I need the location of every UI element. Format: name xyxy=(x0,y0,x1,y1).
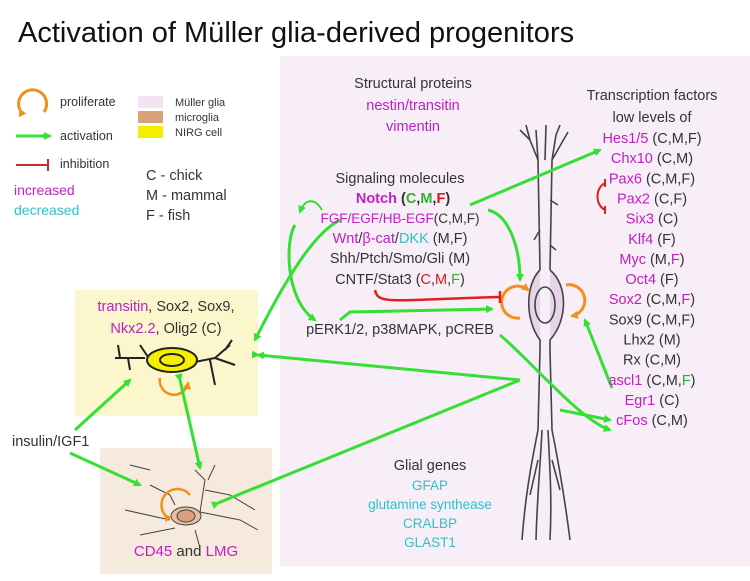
svg-text:Notch (C,M,F): Notch (C,M,F) xyxy=(356,191,450,207)
proliferate-loop-icon xyxy=(565,283,587,319)
svg-text:microglia: microglia xyxy=(175,112,220,124)
svg-text:Structural proteins: Structural proteins xyxy=(354,76,472,92)
legend-proliferate: proliferate xyxy=(60,95,116,109)
transcription-factor-item: Myc (M,F) xyxy=(619,252,684,268)
structural-proteins: Structural proteins nestin/transitin vim… xyxy=(354,76,472,135)
microglia-cell-icon xyxy=(124,464,259,549)
transcription-factor-item: Six3 (C) xyxy=(626,212,678,228)
svg-text:vimentin: vimentin xyxy=(386,119,440,135)
muller-glia-cell-icon xyxy=(519,124,571,541)
svg-text:Nkx2.2, Olig2 (C): Nkx2.2, Olig2 (C) xyxy=(110,321,221,337)
transcription-factor-item: Egr1 (C) xyxy=(625,393,680,409)
signaling-molecules: Signaling molecules Notch (C,M,F) FGF/EG… xyxy=(306,171,494,338)
svg-text:Shh/Ptch/Smo/Gli (M): Shh/Ptch/Smo/Gli (M) xyxy=(330,251,470,267)
legend: proliferate activation inhibition increa… xyxy=(14,88,227,224)
svg-text:C - chick: C - chick xyxy=(146,168,203,184)
transcription-factor-item: Pax2 (C,F) xyxy=(617,191,687,207)
transcription-factors: Transcription factors low levels of Hes1… xyxy=(587,88,718,429)
transcription-factor-item: Chx10 (C,M) xyxy=(611,151,693,167)
transcription-factor-item: Sox2 (C,M,F) xyxy=(609,292,695,308)
svg-text:Wnt/β-cat/DKK (M,F): Wnt/β-cat/DKK (M,F) xyxy=(333,231,468,247)
transcription-factor-item: Pax6 (C,M,F) xyxy=(609,171,695,187)
transcription-factor-item: ascl1 (C,M,F) xyxy=(608,373,695,389)
inhibition-arrow xyxy=(373,289,502,303)
svg-text:Signaling molecules: Signaling molecules xyxy=(336,171,465,187)
svg-text:CNTF/Stat3 (C,M,F): CNTF/Stat3 (C,M,F) xyxy=(335,272,465,288)
svg-text:transitin, Sox2, Sox9,: transitin, Sox2, Sox9, xyxy=(97,299,234,315)
legend-decreased: decreased xyxy=(14,202,79,218)
transcription-factor-item: Sox9 (C,M,F) xyxy=(609,312,695,328)
transcription-factor-item: Lhx2 (M) xyxy=(623,333,680,349)
nirg-markers: transitin, Sox2, Sox9, Nkx2.2, Olig2 (C) xyxy=(97,299,234,337)
transcription-factor-item: Klf4 (F) xyxy=(628,232,676,248)
svg-text:Müller glia: Müller glia xyxy=(175,97,226,109)
svg-text:FGF/EGF/HB-EGF(C,M,F): FGF/EGF/HB-EGF(C,M,F) xyxy=(321,211,480,226)
svg-text:Transcription factors: Transcription factors xyxy=(587,88,718,104)
inhibition-arrow xyxy=(596,179,606,214)
page-title: Activation of Müller glia-derived progen… xyxy=(18,17,574,49)
svg-text:glutamine synthease: glutamine synthease xyxy=(368,497,492,512)
transcription-factor-item: Rx (C,M) xyxy=(623,353,681,369)
legend-increased: increased xyxy=(14,182,75,198)
proliferate-loop-icon xyxy=(500,283,530,320)
svg-text:Glial genes: Glial genes xyxy=(394,458,467,474)
svg-text:pERK1/2, p38MAPK, pCREB: pERK1/2, p38MAPK, pCREB xyxy=(306,322,494,338)
inhibition-icon xyxy=(16,159,49,171)
svg-text:GFAP: GFAP xyxy=(412,478,448,493)
svg-text:nestin/transitin: nestin/transitin xyxy=(366,98,460,114)
nirg-cell-icon xyxy=(115,339,236,396)
microglia-swatch xyxy=(138,111,163,123)
legend-activation: activation xyxy=(60,129,113,143)
transcription-factor-item: cFos (C,M) xyxy=(616,413,688,429)
transcription-factor-item: Hes1/5 (C,M,F) xyxy=(602,131,701,147)
glial-genes: Glial genes GFAP glutamine synthease CRA… xyxy=(368,458,492,550)
legend-inhibition: inhibition xyxy=(60,157,109,171)
muller-swatch xyxy=(138,96,163,108)
svg-text:F - fish: F - fish xyxy=(146,208,190,224)
svg-text:NIRG cell: NIRG cell xyxy=(175,127,222,139)
proliferate-icon xyxy=(17,88,49,118)
nirg-swatch xyxy=(138,126,163,138)
svg-text:M - mammal: M - mammal xyxy=(146,188,227,204)
svg-text:GLAST1: GLAST1 xyxy=(404,535,456,550)
activation-arrows xyxy=(69,148,614,509)
transcription-factor-item: Oct4 (F) xyxy=(625,272,678,288)
microglia-label: CD45 and LMG xyxy=(134,543,238,560)
insulin-label: insulin/IGF1 xyxy=(12,434,89,450)
svg-text:CRALBP: CRALBP xyxy=(403,516,457,531)
svg-text:low levels of: low levels of xyxy=(613,110,693,126)
